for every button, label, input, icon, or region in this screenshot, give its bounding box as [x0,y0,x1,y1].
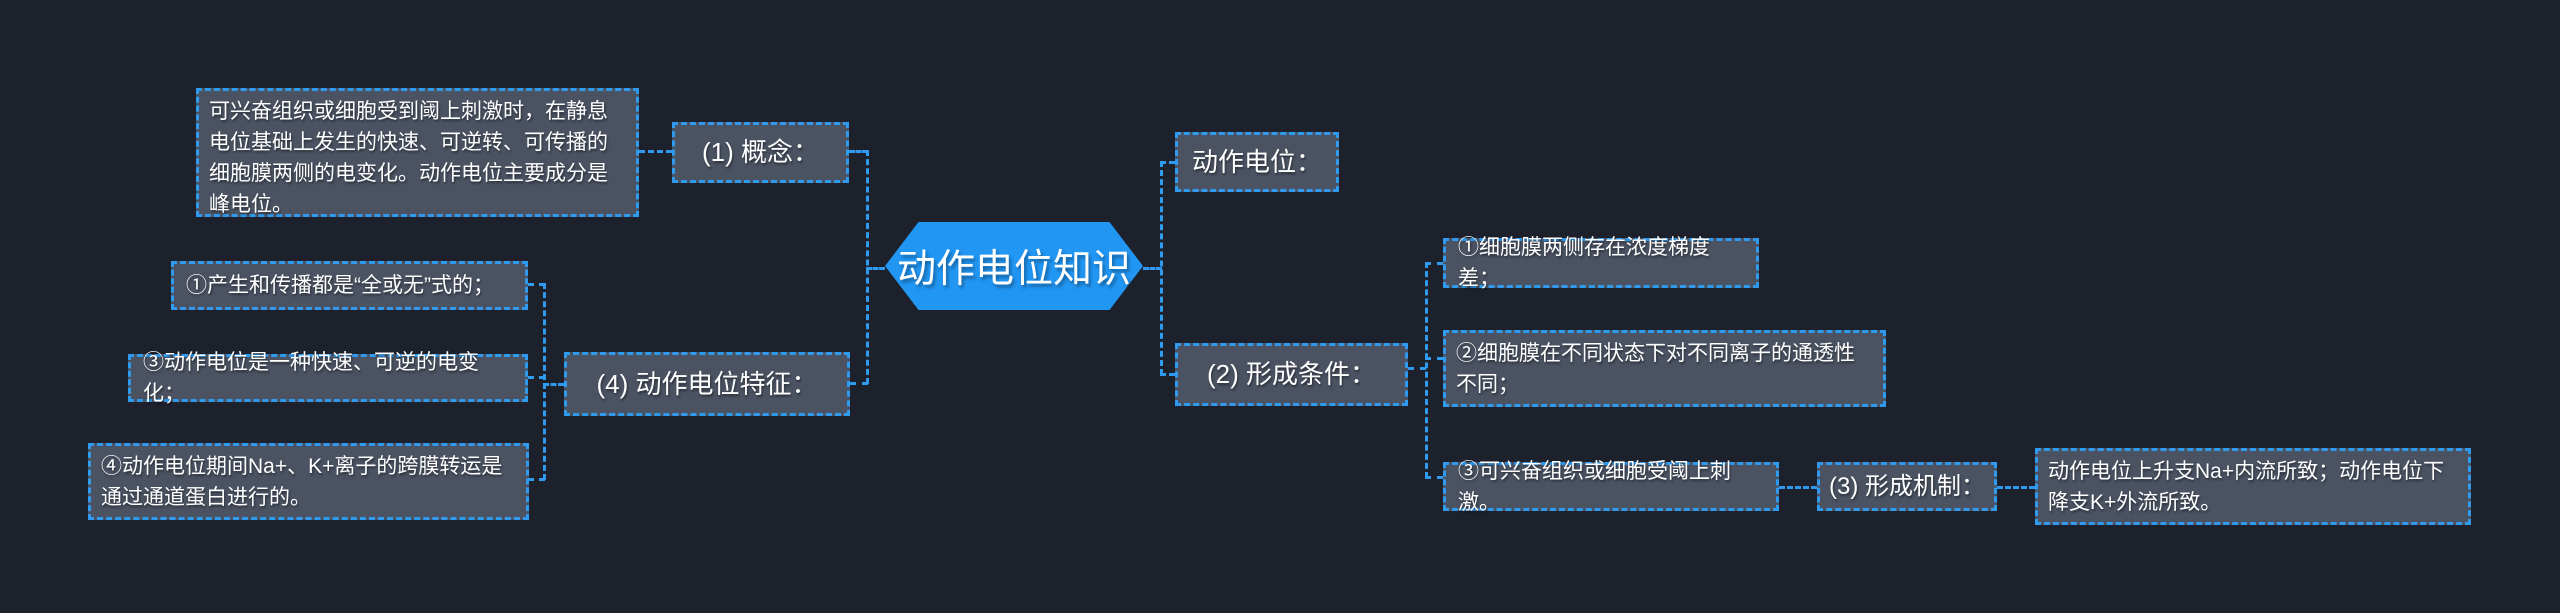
connector-line [543,383,564,386]
connector-line [1997,486,2035,489]
connector-line [849,150,868,153]
feature-item-1-node[interactable]: ①产生和传播都是“全或无”式的； [171,261,528,310]
action-potential-label-node[interactable]: 动作电位： [1175,132,1339,192]
connector-line [1408,367,1426,370]
connector-line [528,283,545,286]
connector-line [1143,267,1162,270]
connector-line [1779,486,1817,489]
connector-line [850,382,868,385]
feature-item-2-node[interactable]: ③动作电位是一种快速、可逆的电变化； [128,351,528,405]
connector-line [639,150,672,153]
connector-line [528,478,545,481]
mechanism-label-node[interactable]: (3) 形成机制： [1817,462,1997,511]
conditions-label-node[interactable]: (2) 形成条件： [1175,343,1408,406]
connector-line [1425,262,1428,478]
connector-line [1160,161,1163,375]
feature-item-3-node[interactable]: ④动作电位期间Na+、K+离子的跨膜转运是通过通道蛋白进行的。 [88,443,529,520]
connector-line [543,283,546,480]
central-topic-node[interactable]: 动作电位知识 [885,222,1143,310]
connector-line [528,376,545,379]
condition-item-1-node[interactable]: ①细胞膜两侧存在浓度梯度差； [1443,236,1759,290]
connector-line [1160,161,1175,164]
connector-line [866,267,885,270]
concept-detail-node[interactable]: 可兴奋组织或细胞受到阈上刺激时，在静息电位基础上发生的快速、可逆转、可传播的细胞… [196,88,639,217]
mechanism-detail-node[interactable]: 动作电位上升支Na+内流所致；动作电位下降支K+外流所致。 [2035,448,2471,525]
connector-line [1160,373,1175,376]
condition-item-2-node[interactable]: ②细胞膜在不同状态下对不同离子的通透性不同； [1443,330,1886,407]
concept-label-node[interactable]: (1) 概念： [672,122,849,183]
features-label-node[interactable]: (4) 动作电位特征： [564,352,850,416]
connector-line [1425,476,1443,479]
connector-line [1425,262,1443,265]
connector-line [1425,357,1443,360]
condition-item-3-node[interactable]: ③可兴奋组织或细胞受阈上刺激。 [1443,460,1779,514]
